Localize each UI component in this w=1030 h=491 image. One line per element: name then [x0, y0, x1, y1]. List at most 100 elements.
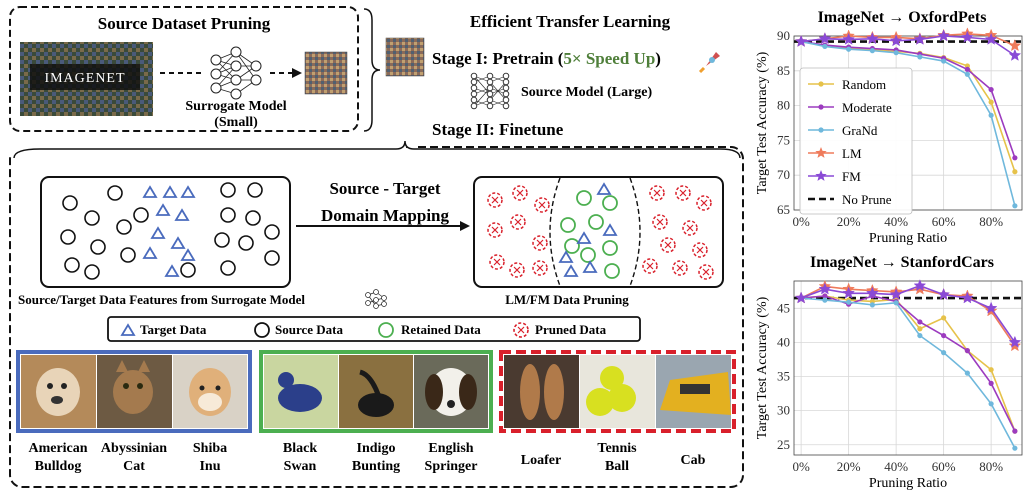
pruning-caption: LM/FM Data Pruning	[505, 292, 629, 307]
stanfordcars-chart: ImageNet → StanfordCars25303540450%20%40…	[755, 254, 1023, 491]
chart-0-series-1-point-8	[988, 86, 994, 93]
chart-1-xlabel: Pruning Ratio	[869, 476, 947, 491]
source-pruning-box	[9, 6, 359, 132]
label-abyssinian-cat-1: Abyssinian	[101, 441, 167, 456]
chart-1-series-2-point-5	[917, 332, 923, 339]
chart-1-ytick-3: 40	[777, 334, 790, 349]
chart-1-xtick-4: 80%	[979, 459, 1003, 474]
chart-0-series-2-point-8	[988, 112, 994, 118]
legend-pruned-label: Pruned Data	[535, 322, 607, 337]
chart-1-xtick-2: 40%	[884, 459, 908, 474]
chart-0-series-4-point-4	[889, 34, 903, 47]
target-points	[142, 185, 196, 277]
chart-0-legend-marker-2	[818, 127, 824, 133]
chart-0-ytick-0: 65	[777, 202, 790, 217]
chart-1-ylabel: Target Test Accuracy (%)	[755, 296, 770, 439]
label-shiba-inu-2: Inu	[199, 459, 220, 474]
chart-1-frame	[793, 280, 1023, 456]
chart-0-series-1-line	[801, 40, 1016, 159]
chart-0-legend-label-4: FM	[842, 169, 861, 184]
chart-1-series-0-point-5	[917, 326, 923, 332]
pipeline-diagram: Source Dataset Pruning IMAGENET Surrogat…	[8, 6, 744, 488]
chart-0-series-2-point-6	[941, 58, 947, 64]
surrogate-label-1: Surrogate Model	[185, 99, 286, 114]
chart-1-series-2-point-9	[1012, 445, 1018, 451]
stage2-label: Stage II: Finetune	[432, 120, 564, 139]
label-english-springer-1: English	[428, 441, 473, 456]
source-points	[60, 182, 280, 280]
legend-pruned-marker	[513, 322, 529, 338]
chart-1-xtick-0: 0%	[792, 459, 810, 474]
label-black-swan-1: Black	[283, 441, 317, 456]
label-indigo-bunting-1: Indigo	[357, 441, 396, 456]
chart-1-series-0-point-8	[988, 367, 994, 373]
data-legend	[107, 316, 641, 342]
oxfordpets-chart: ImageNet → OxfordPets6570758085900%20%40…	[755, 9, 1023, 245]
chart-0-series-2-point-5	[917, 54, 923, 60]
chart-1-series-2-point-8	[988, 401, 994, 407]
chart-0-ytick-3: 80	[777, 98, 790, 113]
label-cab: Cab	[681, 453, 706, 468]
chart-0-series-3-line	[801, 33, 1016, 47]
chart-1-series-3-line	[800, 285, 1016, 347]
legend-source-label: Source Data	[275, 322, 344, 337]
chart-0-series-1-point-9	[1012, 155, 1018, 161]
chart-1-series-2-point-7	[964, 370, 970, 376]
chart-0-xtick-4: 80%	[979, 214, 1003, 229]
chart-1-series-2-point-6	[941, 350, 947, 356]
chart-0-ytick-1: 70	[777, 167, 790, 182]
chart-0-legend	[799, 67, 913, 215]
label-shiba-inu-1: Shiba	[193, 441, 227, 456]
chart-1-xtick-3: 60%	[932, 459, 956, 474]
chart-0-series-4-point-5	[913, 32, 927, 45]
chart-0-series-2-line	[800, 40, 1016, 207]
curly-brace	[363, 8, 381, 132]
image-loafer	[504, 355, 579, 428]
legend-source-marker	[254, 322, 270, 338]
chart-0-series-4-point-0	[794, 34, 808, 47]
chart-0-xtick-3: 60%	[932, 214, 956, 229]
legend-target-marker	[120, 323, 136, 336]
chart-0-xlabel: Pruning Ratio	[869, 231, 947, 245]
chart-0-series-2-point-1	[822, 43, 828, 50]
chart-1-series-1-point-8	[988, 380, 994, 386]
chart-0-legend-label-3: LM	[842, 146, 862, 161]
chart-1-series-1-point-9	[1012, 428, 1018, 434]
chart-1-series-4-point-2	[842, 286, 855, 299]
lm-fm-pruning-box	[473, 176, 724, 288]
pruned-subset-image	[304, 51, 348, 95]
chart-0-ytick-4: 85	[777, 63, 790, 78]
imagenet-logo: IMAGENET	[44, 71, 125, 86]
pretrain-subset-image	[385, 37, 425, 77]
source-model-label: Source Model (Large)	[521, 85, 652, 100]
label-tennis-ball-2: Ball	[605, 459, 629, 474]
label-american-bulldog-2: Bulldog	[35, 459, 82, 474]
chart-0-legend-label-2: GraNd	[842, 123, 878, 138]
target-images-frame	[16, 350, 252, 433]
label-indigo-bunting-2: Bunting	[352, 459, 400, 474]
chart-0-series-2-point-3	[869, 48, 875, 54]
chart-1-series-4-line	[800, 284, 1016, 343]
chart-1-series-1-point-6	[941, 332, 947, 339]
legend-retained-label: Retained Data	[401, 322, 481, 337]
target-points-mapped	[558, 182, 618, 277]
source-pruning-title: Source Dataset Pruning	[98, 14, 271, 33]
chart-0-series-4-point-6	[937, 29, 950, 42]
chart-0-ytick-2: 75	[777, 132, 790, 147]
chart-0-legend-marker-3	[815, 147, 827, 158]
mapping-label-2: Domain Mapping	[321, 206, 449, 225]
chart-1-series-1-point-7	[964, 348, 970, 354]
surrogate-mini-network-icon	[365, 289, 387, 309]
rocket-icon	[698, 52, 720, 74]
chart-0-ytick-5: 90	[777, 28, 790, 43]
mapping-label-1: Source - Target	[329, 179, 440, 198]
chart-1-series-4-point-9	[1008, 335, 1022, 348]
chart-1-xtick-1: 20%	[837, 459, 861, 474]
chart-1-series-2-point-4	[893, 300, 899, 306]
chart-1-ytick-2: 35	[777, 369, 790, 384]
chart-1-series-1-point-5	[917, 319, 923, 325]
label-english-springer-2: Springer	[425, 459, 478, 474]
feature-caption: Source/Target Data Features from Surroga…	[18, 292, 305, 307]
chart-1-series-2-line	[801, 297, 1016, 449]
source-model-network-icon	[470, 72, 510, 110]
